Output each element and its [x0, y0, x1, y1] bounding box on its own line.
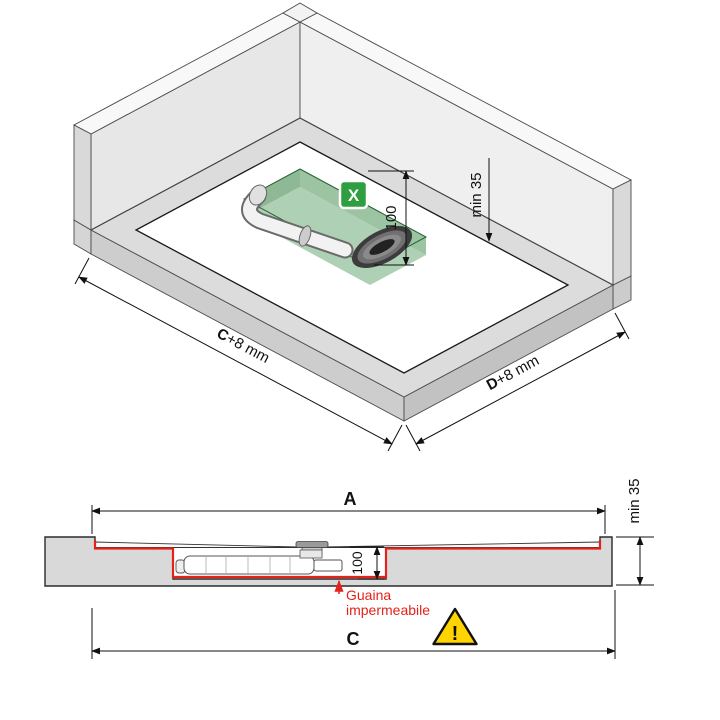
iso-dim-100-label: 100 [383, 205, 400, 230]
iso-dim-min35: min 35 [468, 158, 493, 242]
section-dim-a: A [91, 489, 606, 534]
left-wall-end [73, 124, 92, 231]
section-dim-min35-label: min 35 [626, 478, 643, 523]
x-marker-label: X [348, 186, 360, 205]
right-wall-end [612, 179, 632, 286]
membrane-callout: Guaina impermeabile [334, 579, 430, 618]
drain-assembly [241, 184, 413, 268]
membrane-line [93, 540, 602, 579]
iso-dim-min35-label: min 35 [468, 172, 485, 217]
iso-dim-100: 100 [368, 170, 414, 266]
drain-flange [351, 226, 413, 268]
membrane-label-line1: Guaina [346, 587, 391, 603]
section-dim-min35: min 35 [616, 478, 654, 586]
warning-icon: ! [432, 607, 478, 646]
section-tray [94, 541, 601, 548]
membrane-label-line2: impermeabile [346, 602, 430, 618]
isometric-view: X 100 min 35 C+8 mm D+8 mm [73, 2, 632, 452]
section-dim-a-label: A [344, 489, 357, 509]
warning-mark: ! [452, 623, 459, 645]
section-dim-100: 100 [349, 546, 384, 580]
section-drain-trap [175, 549, 343, 575]
corner-top [282, 2, 318, 23]
section-view: A C min 35 100 Guaina impermeabile [44, 478, 654, 659]
section-dim-c-label: C [347, 629, 360, 649]
x-marker-icon: X [338, 179, 369, 210]
section-dim-100-label: 100 [349, 551, 365, 575]
section-dim-c: C [91, 590, 616, 659]
walls [73, 2, 632, 286]
